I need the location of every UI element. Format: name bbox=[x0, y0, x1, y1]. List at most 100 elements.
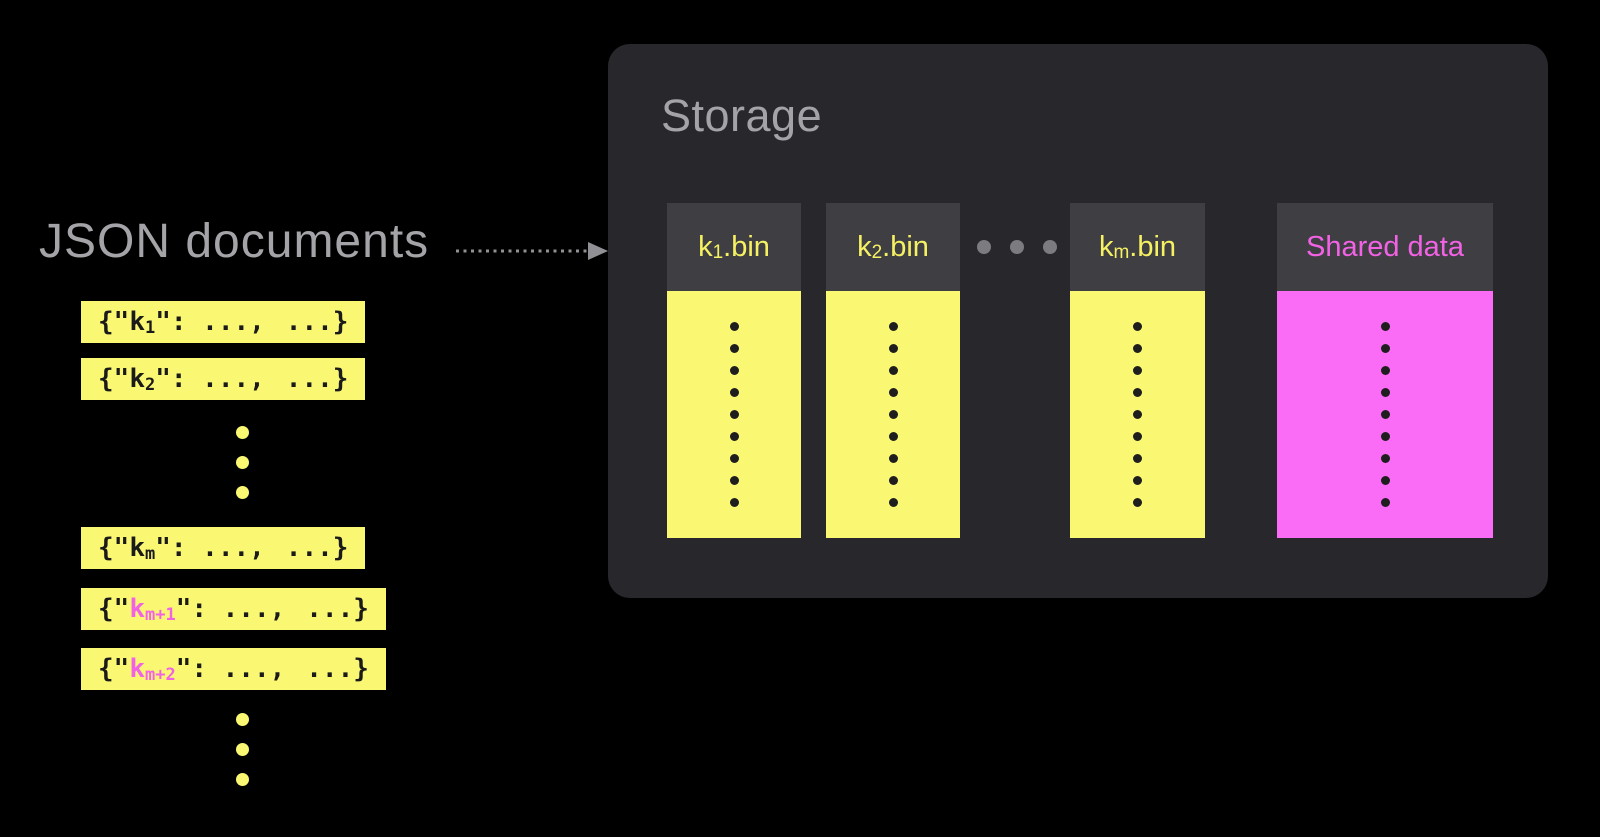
file-name-subscript: 2 bbox=[871, 242, 883, 263]
file-extension: .bin bbox=[723, 230, 770, 263]
record-dot bbox=[1133, 366, 1142, 375]
doc-text: ...} bbox=[285, 364, 349, 394]
column-body bbox=[1070, 291, 1205, 538]
doc-key-subscript: m bbox=[144, 544, 156, 564]
doc-text: ": ..., bbox=[155, 533, 265, 563]
record-dot bbox=[1380, 498, 1390, 507]
record-dot bbox=[1133, 322, 1142, 331]
record-dot bbox=[888, 366, 898, 375]
doc-text: ...} bbox=[285, 533, 349, 563]
record-dot bbox=[888, 454, 898, 463]
record-dot bbox=[888, 388, 898, 397]
json-documents-title: JSON documents bbox=[39, 215, 430, 268]
doc-key-subscript: 1 bbox=[144, 318, 156, 338]
ellipsis-dot bbox=[236, 713, 249, 726]
column-header: Shared data bbox=[1277, 203, 1493, 291]
vertical-ellipsis-top bbox=[236, 426, 249, 499]
record-dot bbox=[888, 410, 898, 419]
shared-data-label: Shared data bbox=[1305, 230, 1464, 263]
record-dot bbox=[1380, 322, 1390, 331]
record-dot bbox=[729, 498, 739, 507]
record-dot bbox=[729, 344, 739, 353]
ellipsis-dot bbox=[236, 426, 249, 439]
doc-key: k bbox=[129, 364, 145, 394]
vertical-ellipsis-bottom bbox=[236, 713, 249, 786]
ellipsis-dot bbox=[1043, 240, 1057, 254]
record-dot bbox=[888, 322, 898, 331]
doc-key-subscript: m+1 bbox=[144, 605, 176, 625]
record-dot bbox=[888, 498, 898, 507]
storage-title: Storage bbox=[661, 90, 823, 141]
record-dot bbox=[888, 432, 898, 441]
file-extension: .bin bbox=[882, 230, 929, 263]
doc-key: k bbox=[129, 307, 145, 337]
column-body bbox=[1277, 291, 1493, 538]
record-dot bbox=[1133, 344, 1142, 353]
record-dot bbox=[888, 476, 898, 485]
doc-key-subscript: m+2 bbox=[144, 665, 176, 685]
record-dot bbox=[729, 454, 739, 463]
ellipsis-dot bbox=[236, 743, 249, 756]
doc-text: {" bbox=[98, 307, 130, 337]
ellipsis-dot bbox=[236, 773, 249, 786]
file-name: k bbox=[1098, 230, 1114, 263]
record-dot bbox=[729, 366, 739, 375]
file-name-subscript: m bbox=[1113, 242, 1130, 263]
column-shared-data: Shared data bbox=[1277, 203, 1493, 538]
doc-text: ": ..., bbox=[175, 594, 286, 624]
doc-text: ...} bbox=[285, 307, 349, 337]
record-dot bbox=[1133, 410, 1142, 419]
dotted-arrow bbox=[456, 242, 608, 260]
horizontal-ellipsis bbox=[977, 240, 1057, 254]
record-dot bbox=[1380, 410, 1390, 419]
record-dot bbox=[1133, 432, 1142, 441]
doc-key-highlighted: k bbox=[129, 594, 145, 624]
doc-text: ...} bbox=[306, 654, 369, 684]
ellipsis-dot bbox=[236, 456, 249, 469]
file-name-subscript: 1 bbox=[712, 242, 724, 263]
record-dot bbox=[1133, 476, 1142, 485]
record-dot bbox=[1380, 432, 1390, 441]
file-extension: .bin bbox=[1129, 230, 1177, 263]
record-dot bbox=[1133, 388, 1142, 397]
record-dot bbox=[1380, 388, 1390, 397]
record-dot bbox=[1380, 344, 1390, 353]
record-dot bbox=[729, 388, 739, 397]
record-dot bbox=[729, 410, 739, 419]
record-dot bbox=[1380, 366, 1390, 375]
record-dot bbox=[1380, 476, 1390, 485]
doc-key: k bbox=[129, 533, 145, 563]
doc-text: {" bbox=[98, 594, 130, 624]
record-dot bbox=[729, 476, 739, 485]
file-name: k bbox=[857, 230, 872, 263]
doc-text: ": ..., bbox=[155, 364, 265, 394]
doc-text: {" bbox=[98, 364, 130, 394]
doc-key-subscript: 2 bbox=[144, 375, 156, 395]
record-dot bbox=[888, 344, 898, 353]
record-dot bbox=[729, 432, 739, 441]
doc-key-highlighted: k bbox=[129, 654, 145, 684]
record-dot bbox=[1133, 498, 1142, 507]
doc-text: ...} bbox=[306, 594, 369, 624]
ellipsis-dot bbox=[1010, 240, 1024, 254]
record-dot bbox=[729, 322, 739, 331]
ellipsis-dot bbox=[977, 240, 991, 254]
file-name: k bbox=[698, 230, 713, 263]
column-body bbox=[826, 291, 960, 538]
doc-text: {" bbox=[98, 654, 130, 684]
record-dot bbox=[1380, 454, 1390, 463]
ellipsis-dot bbox=[236, 486, 249, 499]
